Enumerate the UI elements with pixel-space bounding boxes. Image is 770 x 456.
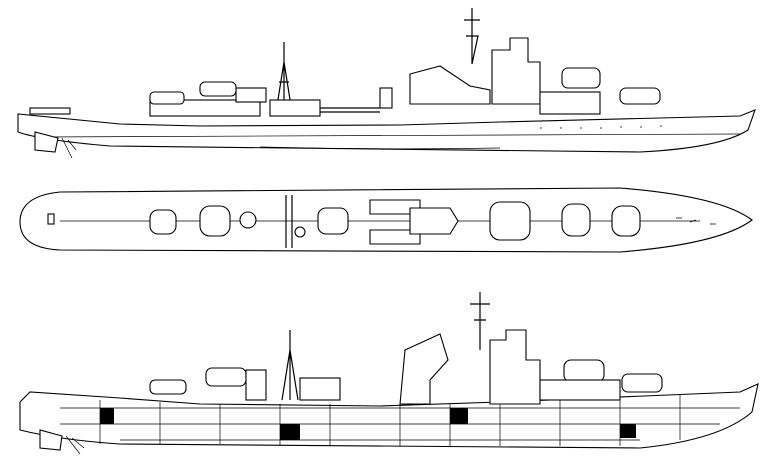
plan-tubes	[285, 195, 293, 248]
rudder	[34, 131, 59, 153]
fore-turret-1	[561, 67, 601, 89]
camo-aft-turret-1	[149, 379, 187, 395]
propeller	[61, 137, 77, 159]
camo-foremast	[470, 292, 490, 350]
depth-charges	[29, 107, 71, 115]
plan-aft-turret-1	[149, 209, 177, 235]
camouflage-profile-view	[19, 292, 759, 455]
camo-fore-turret-1	[563, 359, 605, 383]
propeller-camo	[65, 435, 85, 455]
bridge	[491, 37, 541, 105]
camo-fore-turret-2	[621, 373, 663, 393]
camo-aft-house	[245, 369, 267, 401]
aft-house	[235, 87, 267, 103]
foremast	[464, 8, 480, 65]
plan-anchor-gear	[676, 217, 716, 225]
plan-mount	[294, 226, 306, 238]
torpedo-tubes	[320, 107, 380, 113]
camo-bridge	[489, 329, 541, 405]
plan-searchlight	[239, 211, 257, 229]
aft-turret-1	[149, 91, 185, 105]
bilge-keel	[259, 146, 501, 150]
camo-trunk-funnel	[399, 333, 449, 405]
camo-aft-mast	[281, 330, 299, 401]
waterline	[39, 133, 741, 138]
camo-midship-house	[299, 377, 341, 401]
plan-fore-turret-1	[561, 203, 591, 237]
rudder-camo	[39, 429, 63, 451]
funnel	[379, 87, 393, 109]
fore-turret-2	[619, 87, 661, 105]
aft-turret-2	[199, 81, 237, 97]
camouflage-panels	[60, 394, 740, 446]
portholes	[540, 125, 662, 129]
plan-view	[19, 187, 753, 253]
hull-profile	[17, 109, 756, 153]
plan-bridge	[489, 201, 531, 241]
plan-trunk-funnel	[409, 207, 459, 235]
camo-fore-house	[539, 379, 621, 401]
side-profile-view	[17, 8, 756, 159]
plan-stern-fitting	[47, 213, 55, 225]
hull-profile-camo	[19, 383, 759, 449]
trunked-funnel	[409, 65, 491, 105]
plan-funnel	[317, 207, 349, 235]
fore-house	[539, 91, 601, 115]
camo-aft-turret-2	[205, 367, 247, 387]
plan-aft-turret-2	[199, 205, 231, 237]
plan-fore-turret-2	[611, 205, 641, 237]
midship-house	[269, 99, 321, 117]
